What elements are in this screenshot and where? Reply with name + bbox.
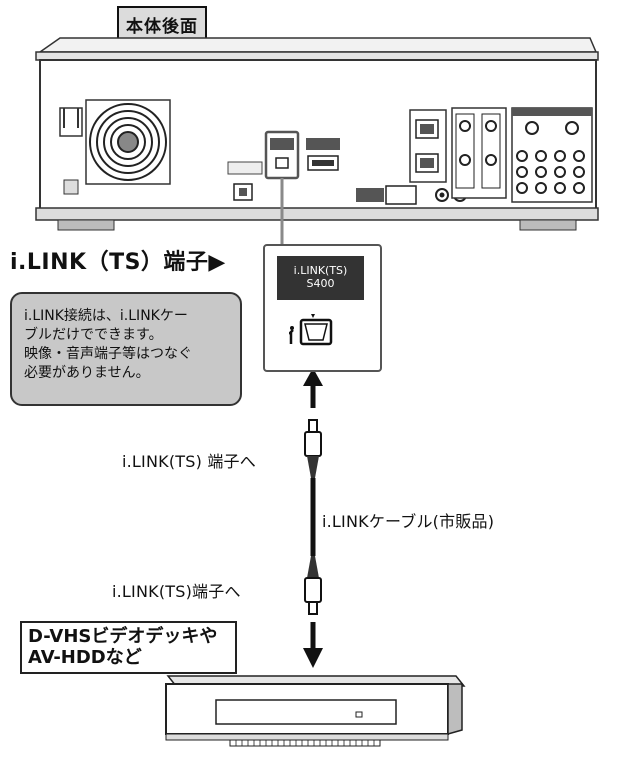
- page-title: 本体後面: [117, 6, 207, 42]
- note-line: 必要がありません。: [24, 365, 150, 381]
- hdmi-output-terminal: [306, 138, 340, 171]
- power-inlet: [59, 107, 83, 195]
- ilink-port-closeup: i.LINK(TS) S400: [263, 244, 382, 372]
- note-line: 映像・音声端子等はつなぐ: [24, 346, 192, 362]
- destination-device-label: D-VHSビデオデッキや AV-HDDなど: [20, 621, 237, 674]
- ilink-port-name-plate: i.LINK(TS) S400: [277, 256, 364, 300]
- arrow-to-recorder: [303, 368, 323, 408]
- bs-cs-antenna-terminals: [451, 107, 507, 199]
- lan-terminal: [409, 109, 447, 183]
- destination-line1: D-VHSビデオデッキや: [28, 626, 218, 647]
- ilink-port-name-line1: i.LINK(TS): [293, 264, 348, 277]
- ilink-port-label: i.LINK（TS）端子▶: [10, 250, 226, 275]
- arrow-to-destination: [303, 622, 323, 668]
- optical-output-terminal: [227, 161, 263, 201]
- destination-device-drawing: [165, 675, 466, 747]
- ilink-cable: [304, 419, 322, 615]
- cooling-fan: [85, 99, 171, 185]
- bottom-plug-label: i.LINK(TS)端子へ: [112, 582, 241, 601]
- top-plug-label: i.LINK(TS) 端子へ: [122, 452, 256, 471]
- connection-note: i.LINK接続は、i.LINKケー ブルだけでできます。 映像・音声端子等はつ…: [10, 292, 242, 406]
- av-input-output-jacks: [511, 107, 593, 203]
- ilink-socket-icon: [289, 314, 333, 346]
- ilink-port-name-line2: S400: [306, 277, 335, 290]
- cable-label: i.LINKケーブル(市販品): [322, 512, 495, 531]
- ilink-port-panel: [264, 130, 300, 180]
- note-line: i.LINK接続は、i.LINKケー: [24, 308, 188, 324]
- destination-line2: AV-HDDなど: [28, 647, 142, 668]
- note-line: ブルだけでできます。: [24, 327, 163, 343]
